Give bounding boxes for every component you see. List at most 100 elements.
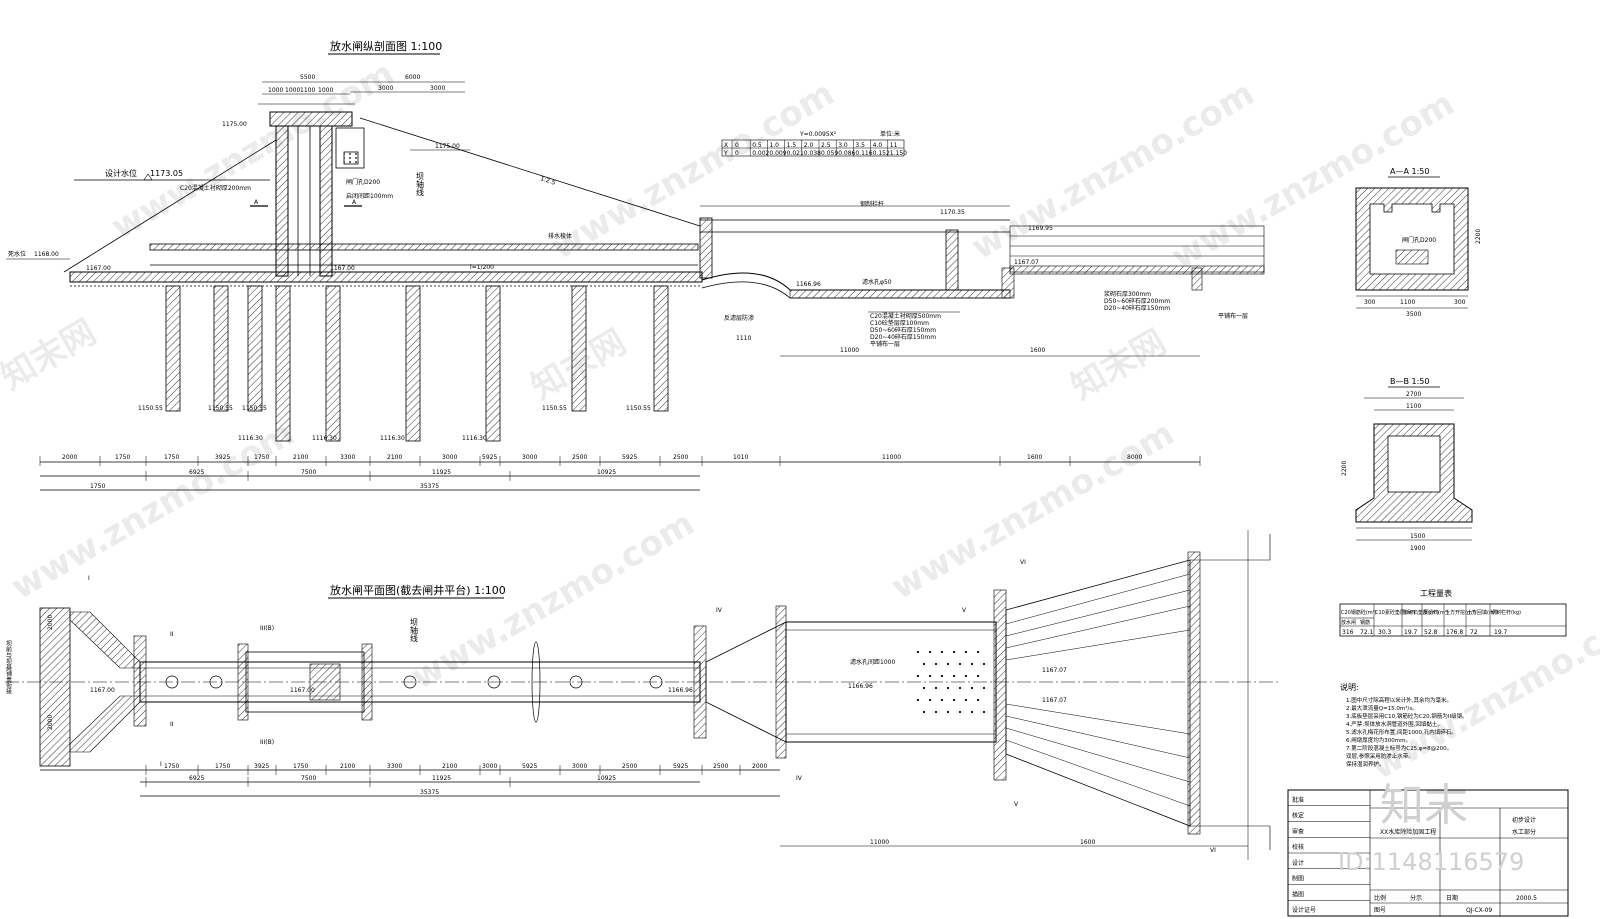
dim-label: 5925	[482, 454, 497, 461]
annotation: 坝前与坝基铺盖衔接	[5, 639, 12, 695]
scale-value: 分示	[1410, 894, 1422, 902]
table-cell: 176.8	[1446, 629, 1463, 636]
layer-label: D20~40碎石厚150mm	[1104, 304, 1170, 312]
watermark-text: www.znzmo.com	[885, 413, 1182, 607]
annotation: 钢制栏杆	[860, 200, 884, 208]
drain-dot	[964, 674, 968, 678]
dim-label: 3000	[482, 763, 497, 770]
axis-label: 坝轴线	[416, 172, 425, 196]
drain-dot	[940, 698, 944, 702]
table-header: X	[724, 142, 728, 149]
dead-level-value: 1168.00	[34, 251, 59, 258]
layer-label: 浆砌石厚300mm	[1104, 290, 1151, 298]
dim-label: 2000	[47, 715, 54, 730]
pile-group	[165, 285, 669, 442]
layer-label: 平铺布一层	[870, 340, 900, 348]
table-cell: 30.3	[1378, 629, 1392, 636]
dim-label: 300	[1454, 299, 1466, 306]
scale-label: 比例	[1374, 894, 1386, 902]
drain-dot	[928, 674, 932, 678]
section-marker: V	[1014, 801, 1019, 808]
dim-label: 35375	[420, 789, 439, 796]
drain-dot	[934, 710, 938, 714]
table-header: Y	[723, 150, 728, 157]
elevation-label: 1167.07	[1042, 697, 1067, 704]
layer-label: C10砼垫层厚100mm	[870, 319, 929, 327]
table-header: 放水闸	[1341, 619, 1356, 626]
dim-label: 11000	[840, 347, 859, 354]
table-header: 钢筋	[1360, 619, 1370, 626]
table-header: 土方开挖(m³)	[1445, 609, 1476, 616]
drain-dot	[916, 674, 920, 678]
table-cell: 0.059	[821, 150, 838, 157]
drain-dot	[958, 662, 962, 666]
brand-logo-text: 知末	[1380, 780, 1468, 831]
dim-label: 2000	[47, 615, 54, 630]
drain-dot	[958, 686, 962, 690]
elevation-label: 1150.55	[242, 405, 267, 412]
drain-dot	[958, 710, 962, 714]
note-line: 3.底板垫层采用C10,钢筋砼为C20,钢筋为II级钢。	[1346, 712, 1468, 720]
dim-label: 1000	[318, 87, 333, 94]
section-marker: I	[88, 575, 90, 582]
formula-label: Y=0.0095X²	[799, 131, 837, 138]
basin-drain-pattern	[916, 650, 986, 714]
table-cell: 1.150	[890, 150, 907, 157]
dim-label: 3925	[215, 454, 230, 461]
date-value: 2000.5	[1516, 895, 1537, 902]
table-cell: 3.0	[838, 142, 848, 149]
section-marker: II	[170, 631, 174, 638]
section-aa: A—A 1:50 闸门孔D200 300 1100 300 3500 2200	[1355, 167, 1482, 318]
elevation-label: 1175.00	[435, 143, 460, 150]
table-cell: 2.5	[821, 142, 831, 149]
elevation-label: 1150.55	[542, 405, 567, 412]
elevation-label: 1167.07	[1042, 667, 1067, 674]
table-cell: 4.0	[873, 142, 883, 149]
table-header: C20钢筋砼(m³)	[1341, 609, 1377, 616]
elevation-label: 1169.95	[1028, 225, 1053, 232]
table-cell: 0.086	[838, 150, 855, 157]
dim-label: 2000	[752, 763, 767, 770]
dim-label: 3000	[430, 85, 445, 92]
dim-label: 11925	[432, 469, 451, 476]
dim-label: 2200	[1341, 461, 1348, 476]
section-marker: III(B)	[260, 739, 274, 746]
elevation-label: 1175.00	[222, 121, 247, 128]
title-block-row: 审查	[1292, 827, 1304, 835]
section-marker: IV	[716, 607, 723, 614]
dim-label: 8000	[1127, 454, 1142, 461]
dim-label: 2100	[293, 454, 308, 461]
slope-label: i=1/200	[470, 264, 494, 271]
dim-label: 10925	[597, 775, 616, 782]
annotation: 反滤层防渗	[724, 314, 754, 322]
elevation-label: 1116.30	[238, 435, 263, 442]
note-line: 保持湿润养护。	[1346, 760, 1385, 768]
dim-label: 1000	[285, 87, 300, 94]
title-block-row: 批准	[1292, 796, 1304, 804]
section-title: A—A 1:50	[1390, 167, 1429, 176]
table-cell: 2.0	[804, 142, 814, 149]
dim-label: 1750	[164, 454, 179, 461]
drain-dot	[946, 686, 950, 690]
dim-label: 5500	[300, 74, 315, 81]
section-marker: A	[352, 199, 357, 206]
drain-dot	[952, 698, 956, 702]
drawing-no: QJ-CX-09	[1466, 907, 1492, 914]
notes-title: 说明:	[1340, 682, 1359, 692]
dim-label: 10925	[597, 469, 616, 476]
section-marker: VI	[1210, 847, 1216, 854]
layer-legend-right: 浆砌石厚300mm D50~60碎石厚200mm D20~40碎石厚150mm …	[1104, 290, 1248, 320]
dim-label: 11000	[870, 839, 889, 846]
table-header: 浆砌石垫层(m³)	[1403, 609, 1439, 616]
dim-label: 6925	[189, 775, 204, 782]
table-cell: 0.5	[752, 142, 762, 149]
watermark-text: 知末网	[0, 312, 103, 398]
drain-dot	[928, 698, 932, 702]
dim-label: 2500	[622, 763, 637, 770]
drain-dot	[970, 710, 974, 714]
drain-dot	[976, 698, 980, 702]
table-header: 钢制栏杆(kg)	[1491, 609, 1521, 616]
elevation-label: 1170.35	[940, 209, 965, 216]
parabola-table: Y=0.0095X² 单位:米 X Y 000.50.0021.00.0091.…	[721, 130, 907, 157]
